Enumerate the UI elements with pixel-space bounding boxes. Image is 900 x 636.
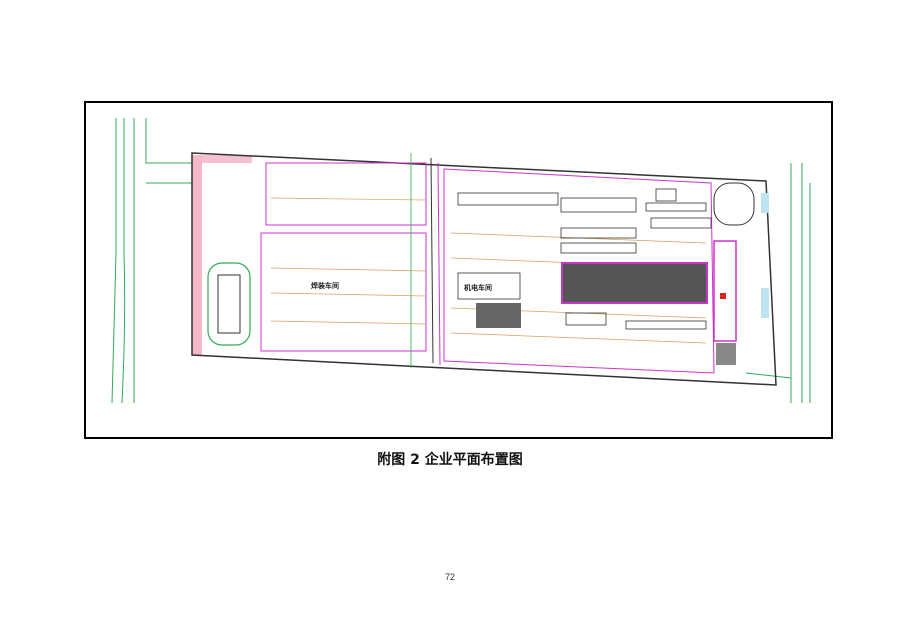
workshop-middle-label: 机电车间 bbox=[464, 283, 492, 292]
green-belt-pink bbox=[192, 155, 202, 355]
figure-caption: 附图 2 企业平面布置图 bbox=[377, 452, 523, 468]
workshop-left bbox=[260, 162, 427, 352]
site-plan-drawing: 焊装车间 机电车间 bbox=[84, 101, 833, 439]
workshop-right bbox=[443, 168, 715, 374]
gridlines-left bbox=[270, 197, 427, 325]
page-number: 72 bbox=[444, 572, 455, 582]
round-area bbox=[207, 262, 251, 346]
production-line bbox=[561, 262, 708, 304]
buildings bbox=[457, 188, 712, 330]
roads-left bbox=[111, 118, 192, 404]
site-boundary bbox=[191, 152, 777, 386]
site-plan-svg: 焊装车间 机电车间 bbox=[111, 118, 811, 404]
roads-right bbox=[745, 163, 811, 403]
workshop-left-label: 焊装车间 bbox=[311, 281, 339, 290]
